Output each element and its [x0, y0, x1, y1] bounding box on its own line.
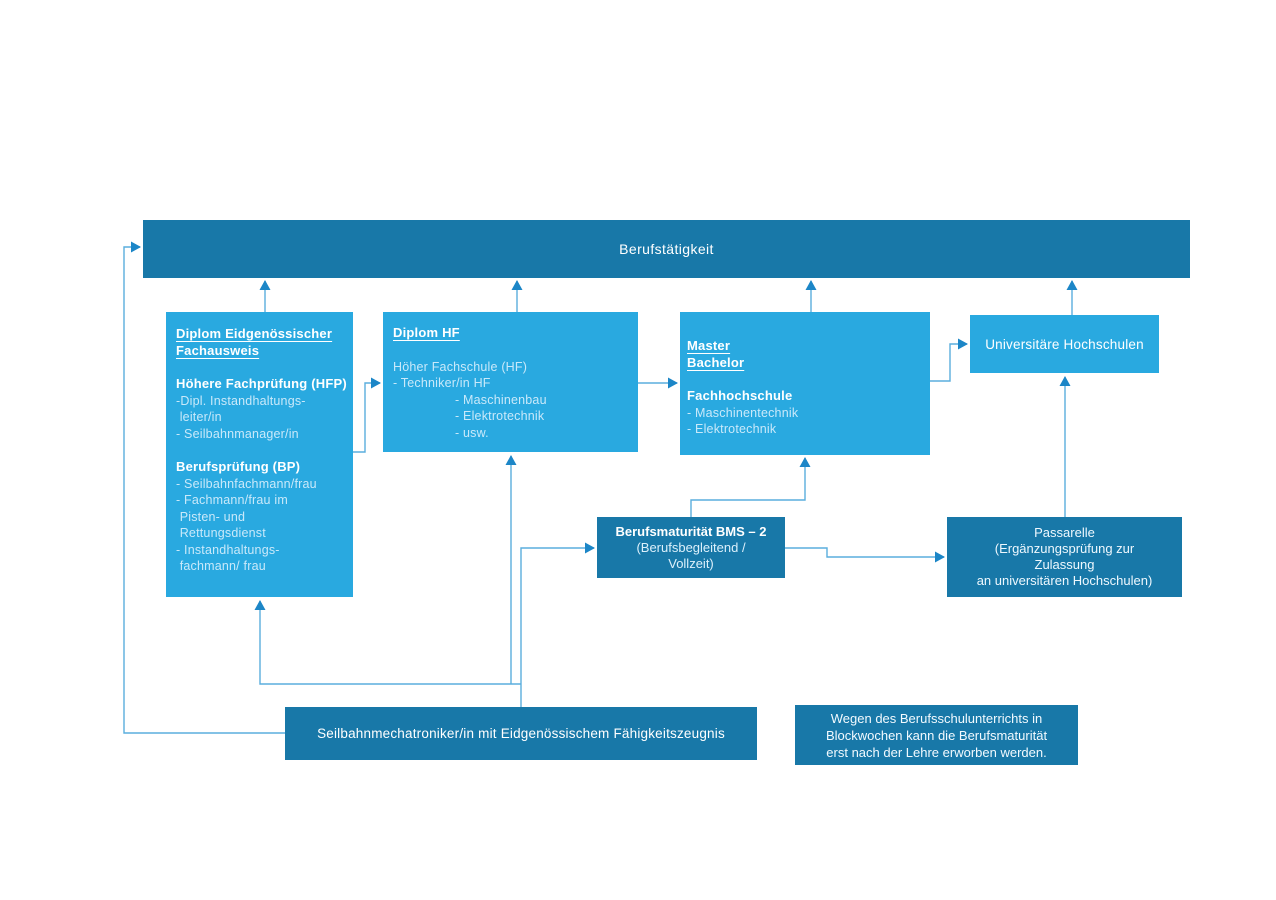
uh-label: Universitäre Hochschulen: [985, 336, 1144, 352]
connector-bms-to-passarelle: [785, 547, 945, 563]
fachhochschule-heading: Fachhochschule: [687, 388, 793, 403]
fachausweis-item: leiter/in: [176, 410, 222, 424]
connector-seilbahn-to-fachausweis: [254, 600, 521, 685]
passarelle-line: an universitären Hochschulen): [976, 573, 1153, 588]
diplomhf-subitem: - Elektrotechnik: [455, 409, 545, 423]
fachausweis-item: - Seilbahnmanager/in: [176, 426, 299, 441]
bms-line: (Berufsbegleitend /: [636, 539, 746, 555]
node-diplom-hf: Diplom HF Höher Fachschule (HF) - Techni…: [383, 312, 638, 452]
connector-bms-to-master: [690, 457, 811, 517]
node-universitaere-hochschulen: Universitäre Hochschulen: [970, 315, 1159, 373]
fachausweis-heading-bp: Berufsprüfung (BP): [176, 459, 301, 474]
diplomhf-line: - Techniker/in HF: [393, 376, 491, 390]
node-berufsmaturitaet-note: Wegen des Berufsschulunterrichts in Bloc…: [795, 705, 1078, 765]
node-passarelle: Passarelle (Ergänzungsprüfung zur Zulass…: [947, 517, 1182, 597]
connector-seilbahn-to-bms: [520, 542, 595, 707]
node-berufstaetigkeit: Berufstätigkeit: [143, 220, 1190, 278]
node-diplom-fachausweis: Diplom Eidgenössischer Fachausweis Höher…: [166, 312, 353, 597]
diplomhf-subitem: - Maschinenbau: [455, 392, 547, 407]
passarelle-line: (Ergänzungsprüfung zur: [994, 541, 1135, 556]
node-seilbahnmechatroniker: Seilbahnmechatroniker/in mit Eidgenössis…: [285, 707, 757, 760]
connector-master-to-uh: [930, 338, 968, 382]
node-master-bachelor: Master Bachelor Fachhochschule - Maschin…: [680, 312, 930, 455]
diplomhf-subitem: - usw.: [455, 425, 489, 440]
fachausweis-item: -Dipl. Instandhaltungs-: [176, 393, 306, 408]
berufstaetigkeit-label: Berufstätigkeit: [619, 241, 714, 257]
fachausweis-item: Rettungsdienst: [176, 526, 266, 540]
bms-line: Vollzeit): [668, 555, 714, 571]
note-line: erst nach der Lehre erworben werden.: [826, 744, 1047, 760]
fachhochschule-item: - Maschinentechnik: [687, 405, 799, 420]
fachausweis-item: - Seilbahnfachmann/frau: [176, 476, 317, 491]
master-title: Master: [687, 338, 731, 353]
seilbahn-label: Seilbahnmechatroniker/in mit Eidgenössis…: [317, 726, 725, 741]
connector-fachausweis-to-diplomhf: [353, 377, 381, 453]
fachausweis-item: fachmann/ frau: [176, 559, 266, 573]
note-line: Blockwochen kann die Berufsmaturität: [825, 727, 1048, 743]
passarelle-line: Passarelle: [1034, 525, 1095, 540]
diplomhf-title: Diplom HF: [393, 325, 460, 340]
fachausweis-item: - Instandhaltungs-: [176, 542, 280, 557]
fachausweis-item: Pisten- und: [176, 509, 246, 524]
fachausweis-item: - Fachmann/frau im: [176, 493, 288, 507]
node-berufsmaturitaet-bms: Berufsmaturität BMS – 2 (Berufsbegleiten…: [597, 517, 785, 578]
note-line: Wegen des Berufsschulunterrichts in: [830, 710, 1043, 726]
bachelor-title: Bachelor: [687, 354, 745, 370]
bms-line: Berufsmaturität BMS – 2: [615, 523, 767, 539]
passarelle-line: Zulassung: [1034, 557, 1095, 572]
diplomhf-line: Höher Fachschule (HF): [393, 359, 528, 374]
fachhochschule-item: - Elektrotechnik: [687, 422, 777, 436]
fachausweis-heading-hfp: Höhere Fachprüfung (HFP): [176, 376, 347, 391]
fachausweis-title: Diplom Eidgenössischer Fachausweis: [176, 326, 333, 358]
